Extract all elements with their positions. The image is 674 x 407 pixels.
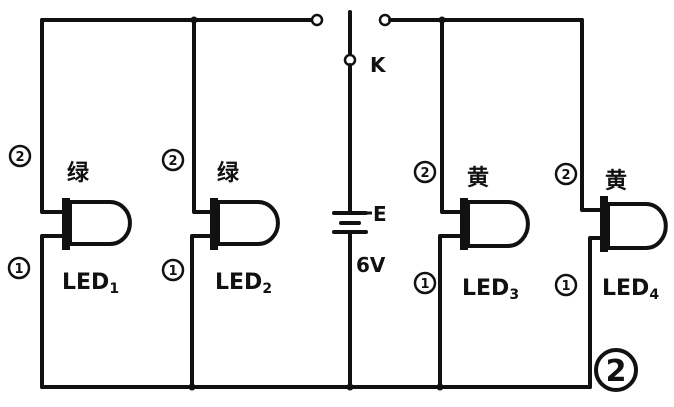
junction-node	[436, 383, 444, 391]
led-flange	[460, 198, 468, 250]
led-name-text: LED	[602, 276, 649, 301]
led-color-label: 绿	[217, 160, 240, 186]
led-dome	[606, 202, 668, 250]
figure-number: 2	[606, 354, 627, 389]
pin-marker-circle	[161, 258, 185, 282]
junction-node	[190, 16, 198, 24]
pin-1-marker: 1	[554, 273, 578, 297]
pin-1-marker: 1	[7, 256, 31, 280]
led-name-text: LED	[462, 276, 509, 301]
wire-led1-bottom	[40, 234, 68, 389]
switch-k: K	[310, 10, 584, 77]
pin-2-marker: 2	[161, 148, 185, 172]
led-flange	[210, 198, 218, 250]
led-name-subscript: 2	[262, 281, 272, 297]
pin-marker-number: 2	[168, 154, 177, 169]
junction-node	[346, 383, 354, 391]
led-name: LED1	[62, 270, 119, 297]
led-color-label: 黄	[467, 166, 489, 191]
wire-led1-top	[40, 18, 68, 214]
led-color-label: 绿	[67, 160, 90, 186]
led-flange	[62, 198, 70, 250]
battery-label: E	[373, 202, 387, 226]
led-name-text: LED	[215, 270, 262, 295]
led-dome	[68, 200, 132, 246]
led-name-subscript: 3	[509, 287, 519, 303]
pin-marker-circle	[8, 144, 32, 168]
wire-led3-top	[440, 18, 466, 214]
pin-marker-number: 1	[561, 279, 570, 294]
led-flange	[600, 196, 608, 252]
pin-marker-number: 2	[561, 168, 570, 183]
pin-1-marker: 1	[413, 271, 437, 295]
wire-led4-top	[580, 18, 606, 212]
left-parallel-network	[40, 16, 592, 391]
junction-node	[188, 383, 196, 391]
led-2: 绿 2 1 LED2	[161, 148, 280, 297]
wire-led4-bottom	[588, 236, 606, 389]
pin-2-marker: 2	[554, 162, 578, 186]
pin-1-marker: 1	[161, 258, 185, 282]
led-4: 黄 2 1 LED4	[554, 162, 668, 303]
led-name-text: LED	[62, 270, 109, 295]
pin-marker-circle	[7, 256, 31, 280]
pin-marker-number: 1	[14, 262, 23, 277]
switch-terminal-left	[310, 13, 324, 27]
battery-voltage: 6V	[356, 253, 386, 277]
pin-2-marker: 2	[8, 144, 32, 168]
junction-node	[438, 16, 446, 24]
figure-number-circle	[594, 348, 638, 392]
battery-e: E 6V	[332, 63, 387, 391]
pin-marker-number: 1	[420, 277, 429, 292]
right-parallel-network	[436, 16, 606, 391]
pin-marker-circle	[413, 160, 437, 184]
pin-marker-number: 2	[15, 150, 24, 165]
pin-marker-number: 2	[420, 166, 429, 181]
pin-marker-number: 1	[168, 264, 177, 279]
led-name-subscript: 4	[649, 287, 659, 303]
led-name: LED3	[462, 276, 519, 303]
led-name-subscript: 1	[109, 281, 119, 297]
led-dome	[216, 200, 280, 246]
led-3: 黄 2 1 LED3	[413, 160, 530, 303]
led-name: LED2	[215, 270, 272, 297]
pin-marker-circle	[413, 271, 437, 295]
led-1: 绿 2 1 LED1	[7, 144, 132, 297]
led-name: LED4	[602, 276, 659, 303]
wire-led2-bottom	[190, 234, 216, 389]
led-color-label: 黄	[605, 169, 627, 194]
wire-led2-top	[192, 18, 216, 214]
switch-label: K	[370, 53, 387, 77]
wire-led3-bottom	[438, 234, 466, 389]
led-dome	[466, 200, 530, 248]
pin-2-marker: 2	[413, 160, 437, 184]
pin-marker-circle	[161, 148, 185, 172]
pin-marker-circle	[554, 273, 578, 297]
figure-number-badge: 2	[594, 348, 638, 392]
pin-marker-circle	[554, 162, 578, 186]
